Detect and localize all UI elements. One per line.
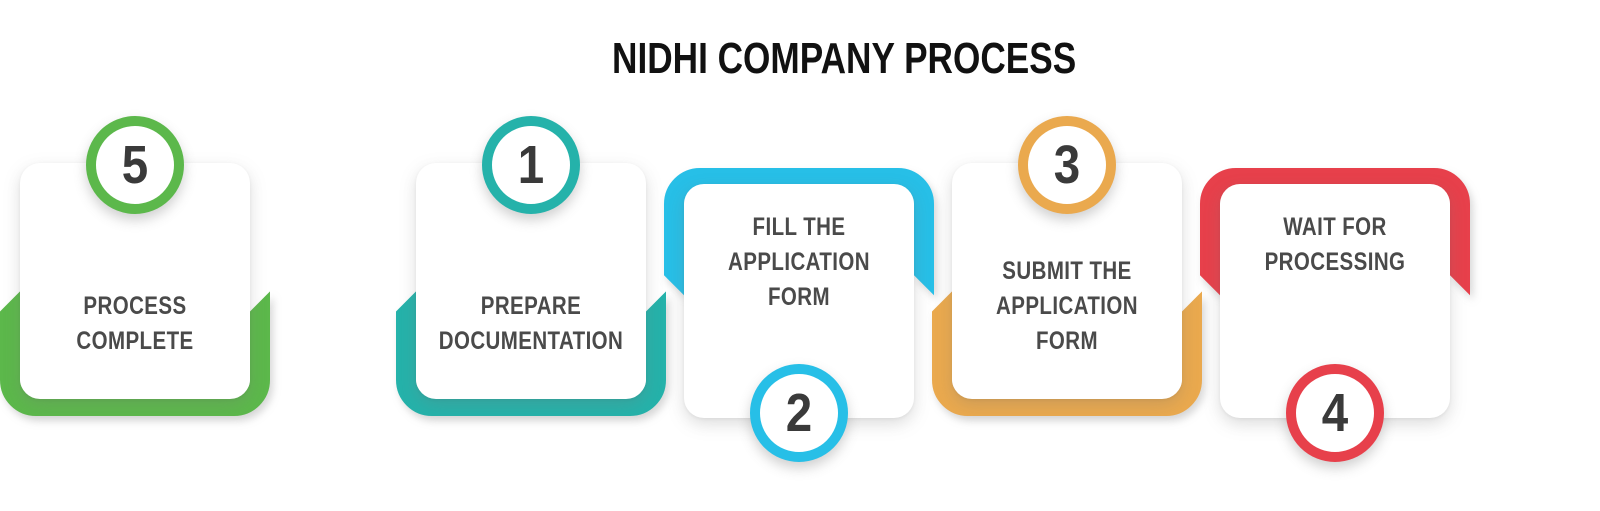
page-title-text: NIDHI COMPANY PROCESS (611, 34, 1077, 83)
step-4-wait-for-processing: WAIT FOR PROCESSING 4 (1200, 0, 1470, 511)
step-4-outline (1200, 168, 1470, 436)
step-2-outline (664, 168, 934, 436)
step-1-number: 1 (517, 135, 545, 195)
step-2-number: 2 (785, 383, 813, 443)
step-3-label: SUBMIT THE APPLICATION FORM (996, 257, 1138, 355)
step-2-label: FILL THE APPLICATION FORM (728, 213, 870, 311)
step-3-number-badge: 3 (1018, 116, 1116, 214)
step-4-number-badge: 4 (1286, 364, 1384, 462)
step-4-label: WAIT FOR PROCESSING (1264, 213, 1406, 276)
step-1-label: PREPARE DOCUMENTATION (438, 292, 624, 355)
step-5-process-complete: PROCESS COMPLETE 5 (0, 0, 270, 511)
step-5-label: PROCESS COMPLETE (76, 292, 194, 355)
step-2-fill-application-form: FILL THE APPLICATION FORM 2 (664, 0, 934, 511)
page-title: NIDHI COMPANY PROCESS (88, 34, 1600, 84)
step-1-prepare-documentation: PREPARE DOCUMENTATION 1 (396, 0, 666, 511)
step-3-outline-shape (932, 291, 1202, 416)
step-2-number-badge: 2 (750, 364, 848, 462)
step-1-outline (396, 148, 666, 416)
step-1-outline-shape (396, 291, 666, 416)
step-3-submit-application-form: SUBMIT THE APPLICATION FORM 3 (932, 0, 1202, 511)
step-3-outline (932, 148, 1202, 416)
step-5-number: 5 (121, 135, 149, 195)
step-4-number: 4 (1321, 383, 1349, 443)
step-5-card: PROCESS COMPLETE (20, 163, 250, 399)
step-4-outline-shape (1200, 168, 1470, 296)
step-5-outline (0, 148, 270, 416)
step-5-number-badge: 5 (86, 116, 184, 214)
step-1-number-badge: 1 (482, 116, 580, 214)
step-2-outline-shape (664, 168, 934, 296)
step-3-number: 3 (1053, 135, 1081, 195)
step-5-outline-shape (0, 291, 270, 416)
